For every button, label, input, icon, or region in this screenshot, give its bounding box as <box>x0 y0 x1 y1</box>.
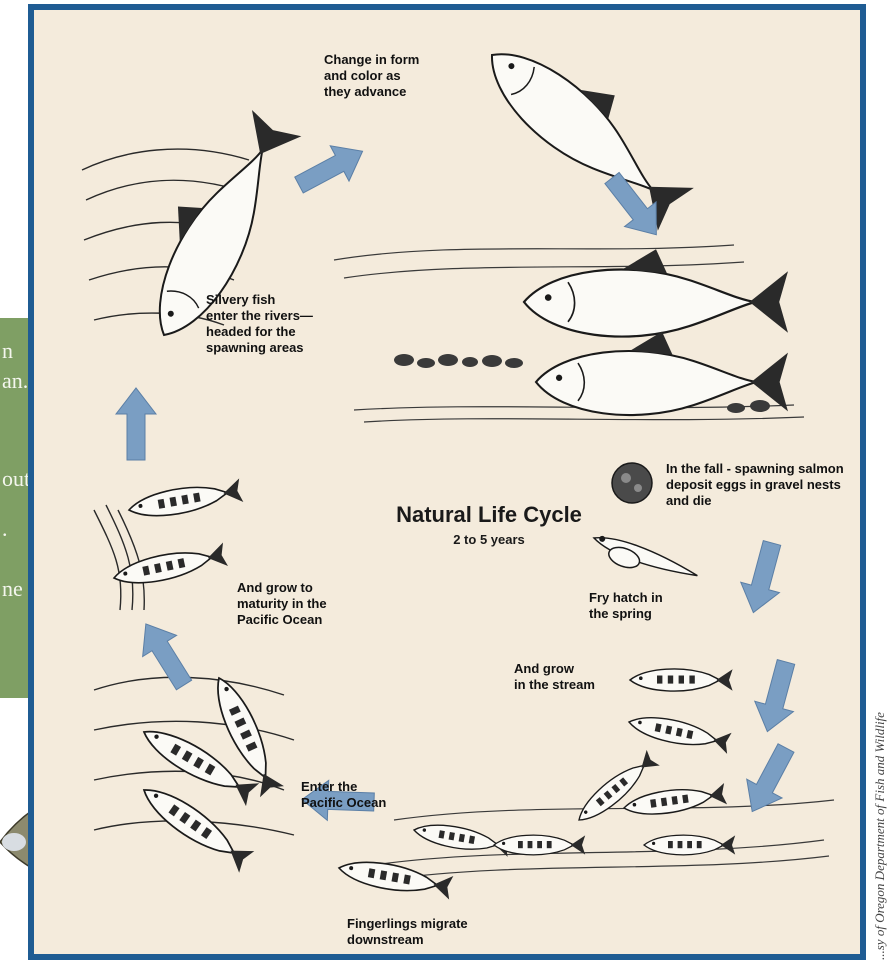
label-fall-spawning: In the fall - spawning salmon deposit eg… <box>666 461 844 509</box>
fish-ocean-3 <box>136 779 254 873</box>
fish-adult-changing <box>472 18 707 233</box>
sidebar-text-fragment: an. <box>2 370 28 392</box>
egg-icon <box>612 463 652 503</box>
diagram-frame: Change in form and color as they advance… <box>28 4 866 960</box>
label-grow-stream: And grow in the stream <box>514 661 595 693</box>
arrow-to-fingerlings <box>735 739 804 821</box>
fish-fingerling-2 <box>622 783 727 819</box>
fish-adult-ocean-2 <box>111 542 228 590</box>
fish-fingerling-5 <box>644 835 735 855</box>
arrow-to-fry <box>734 538 791 618</box>
sidebar-text-fragment: ne <box>2 578 23 600</box>
fish-fingerling-4 <box>494 835 585 855</box>
arrow-to-change <box>290 134 372 203</box>
arrow-to-silvery <box>116 388 156 460</box>
diagram-title: Natural Life Cycle <box>374 502 604 528</box>
label-fry-hatch: Fry hatch in the spring <box>589 590 663 622</box>
alevin-icon <box>588 531 700 592</box>
fish-fry-2 <box>627 711 732 754</box>
photo-credit: ...sy of Oregon Department of Fish and W… <box>872 712 888 960</box>
fish-fry-1 <box>630 669 733 691</box>
sidebar-text-fragment: . <box>2 518 8 540</box>
label-change-form: Change in form and color as they advance <box>324 52 419 100</box>
arrow-to-growth <box>748 657 805 737</box>
label-fingerlings: Fingerlings migrate downstream <box>347 916 468 948</box>
diagram-subtitle: 2 to 5 years <box>374 532 604 547</box>
fish-spawning-2 <box>536 332 788 415</box>
arrow-to-maturity <box>129 613 201 695</box>
sidebar-text-fragment: n <box>2 340 13 362</box>
fish-fingerling-1 <box>572 750 660 828</box>
fish-spawning-1 <box>524 249 788 336</box>
fish-fingerling-3 <box>412 820 511 857</box>
label-silvery-fish: Silvery fish enter the rivers— headed fo… <box>206 292 313 356</box>
label-ocean-maturity: And grow to maturity in the Pacific Ocea… <box>237 580 327 628</box>
fish-adult-ocean-1 <box>127 478 244 522</box>
label-enter-ocean: Enter the Pacific Ocean <box>301 779 386 811</box>
sidebar-text-fragment: out <box>2 468 30 490</box>
